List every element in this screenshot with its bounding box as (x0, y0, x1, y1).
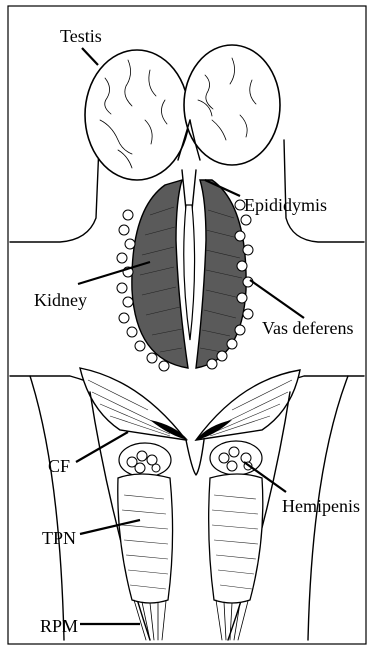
right-tpn (209, 474, 263, 603)
label-testis: Testis (60, 26, 102, 46)
right-rpm (216, 600, 248, 640)
label-tpn: TPN (42, 528, 76, 548)
left-tpn (118, 474, 173, 603)
left-testis (85, 50, 189, 180)
label-rpm: RPM (40, 616, 78, 636)
label-epididymis: Epididymis (244, 195, 327, 215)
median-groove (184, 205, 195, 340)
label-cf: CF (48, 456, 70, 476)
left-hemipenis (119, 443, 171, 477)
label-hemipenis: Hemipenis (282, 496, 360, 516)
leader-vas-deferens (250, 280, 304, 318)
label-vas-deferens: Vas deferens (262, 318, 353, 338)
leader-testis (82, 48, 98, 65)
label-kidney: Kidney (34, 290, 87, 310)
right-testis (184, 45, 280, 165)
cloacal-muscles (80, 368, 300, 440)
left-kidney (132, 180, 188, 368)
